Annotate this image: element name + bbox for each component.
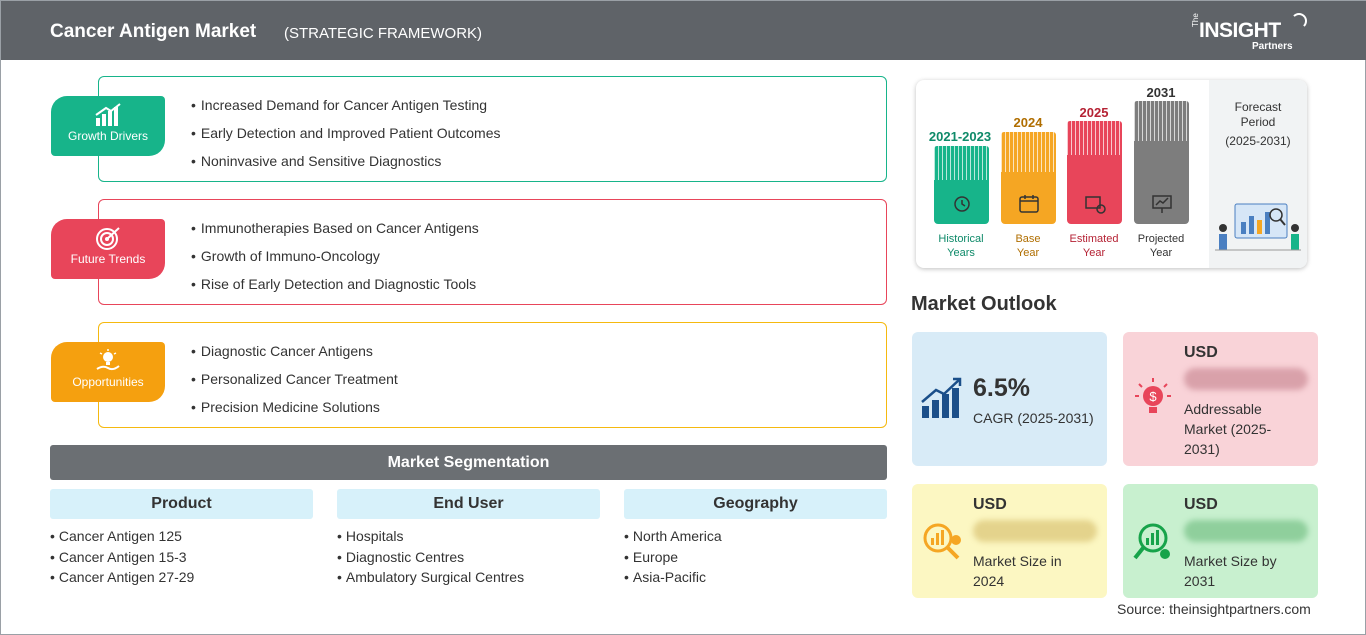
list-item: Precision Medicine Solutions <box>191 399 398 427</box>
segment-heading: Geography <box>624 489 887 519</box>
list-item: North America <box>624 527 887 548</box>
history-icon <box>954 196 970 212</box>
segment-geography: Geography North America Europe Asia-Paci… <box>624 489 887 589</box>
future-trends-list: Immunotherapies Based on Cancer Antigens… <box>191 220 479 304</box>
list-item: Asia-Pacific <box>624 568 887 589</box>
page-title: Cancer Antigen Market <box>50 21 257 42</box>
lightbulb-dollar-icon: $ <box>1135 378 1171 413</box>
list-item: Rise of Early Detection and Diagnostic T… <box>191 276 479 304</box>
list-item: Diagnostic Centres <box>337 548 600 569</box>
growth-drivers-badge: Growth Drivers <box>51 96 165 156</box>
list-item: Noninvasive and Sensitive Diagnostics <box>191 153 501 181</box>
cagr-value: 6.5% <box>973 374 1030 402</box>
segment-product: Product Cancer Antigen 125 Cancer Antige… <box>50 489 313 589</box>
list-item: Diagnostic Cancer Antigens <box>191 343 398 371</box>
timeline-bar-estimated <box>1067 121 1122 224</box>
list-item: Cancer Antigen 125 <box>50 527 313 548</box>
list-item: Early Detection and Improved Patient Out… <box>191 125 501 153</box>
list-item: Ambulatory Surgical Centres <box>337 568 600 589</box>
svg-text:$: $ <box>1149 389 1157 404</box>
future-trends-badge: Future Trends <box>51 219 165 279</box>
growth-chart-icon <box>921 377 962 418</box>
magnifier-chart-icon <box>923 523 961 560</box>
timeline-year: 2024 <box>1013 115 1043 130</box>
opportunities-badge: Opportunities <box>51 342 165 402</box>
list-item: Cancer Antigen 27-29 <box>50 568 313 589</box>
blurred-value <box>1184 520 1308 542</box>
target-icon <box>96 227 120 250</box>
source-text: Source: theinsightpartners.com <box>1117 601 1311 617</box>
segment-heading: Product <box>50 489 313 519</box>
insight-partners-logo: The INSIGHT Partners <box>1191 11 1311 53</box>
estimate-chart-icon <box>1085 196 1106 214</box>
blurred-value <box>1184 368 1308 390</box>
lightbulb-hand-icon <box>96 349 120 371</box>
badge-label: Future Trends <box>70 252 146 266</box>
cagr-tile: 6.5% CAGR (2025-2031) <box>912 332 1107 466</box>
timeline-year: 2031 <box>1146 85 1176 100</box>
calendar-icon <box>1019 195 1039 213</box>
cagr-label: CAGR (2025-2031) <box>973 410 1094 426</box>
badge-label: Opportunities <box>72 375 144 389</box>
timeline-year: 2021-2023 <box>928 129 992 144</box>
timeline-bar-historical <box>934 146 989 224</box>
list-item: Europe <box>624 548 887 569</box>
blurred-value <box>973 520 1097 542</box>
market-outlook-title: Market Outlook <box>911 293 1057 315</box>
currency-label: USD <box>973 496 1007 513</box>
opportunities-list: Diagnostic Cancer Antigens Personalized … <box>191 343 398 427</box>
timeline-bar-projected <box>1134 101 1189 224</box>
timeline-year: 2025 <box>1079 105 1109 120</box>
list-item: Immunotherapies Based on Cancer Antigens <box>191 220 479 248</box>
growth-drivers-list: Increased Demand for Cancer Antigen Test… <box>191 97 501 181</box>
list-item: Increased Demand for Cancer Antigen Test… <box>191 97 501 125</box>
forecast-range: (2025-2031) <box>1225 134 1291 148</box>
presentation-icon <box>1152 195 1172 213</box>
segmentation-title: Market Segmentation <box>50 445 887 480</box>
timeline-bar-base <box>1001 132 1056 224</box>
currency-label: USD <box>1184 344 1218 361</box>
list-item: Personalized Cancer Treatment <box>191 371 398 399</box>
header-bar: Cancer Antigen Market (STRATEGIC FRAMEWO… <box>1 1 1366 60</box>
list-item: Growth of Immuno-Oncology <box>191 248 479 276</box>
magnifier-chart-icon <box>1133 523 1170 560</box>
page-subtitle: (STRATEGIC FRAMEWORK) <box>284 25 483 42</box>
list-item: Hospitals <box>337 527 600 548</box>
growth-drivers-card: Increased Demand for Cancer Antigen Test… <box>98 76 887 182</box>
segment-end-user: End User Hospitals Diagnostic Centres Am… <box>337 489 600 589</box>
list-item: Cancer Antigen 15-3 <box>50 548 313 569</box>
opportunities-card: Diagnostic Cancer Antigens Personalized … <box>98 322 887 428</box>
growth-chart-icon <box>95 103 121 126</box>
currency-label: USD <box>1184 496 1218 513</box>
future-trends-card: Immunotherapies Based on Cancer Antigens… <box>98 199 887 305</box>
segment-heading: End User <box>337 489 600 519</box>
badge-label: Growth Drivers <box>67 129 148 143</box>
analytics-people-icon <box>1215 203 1301 251</box>
